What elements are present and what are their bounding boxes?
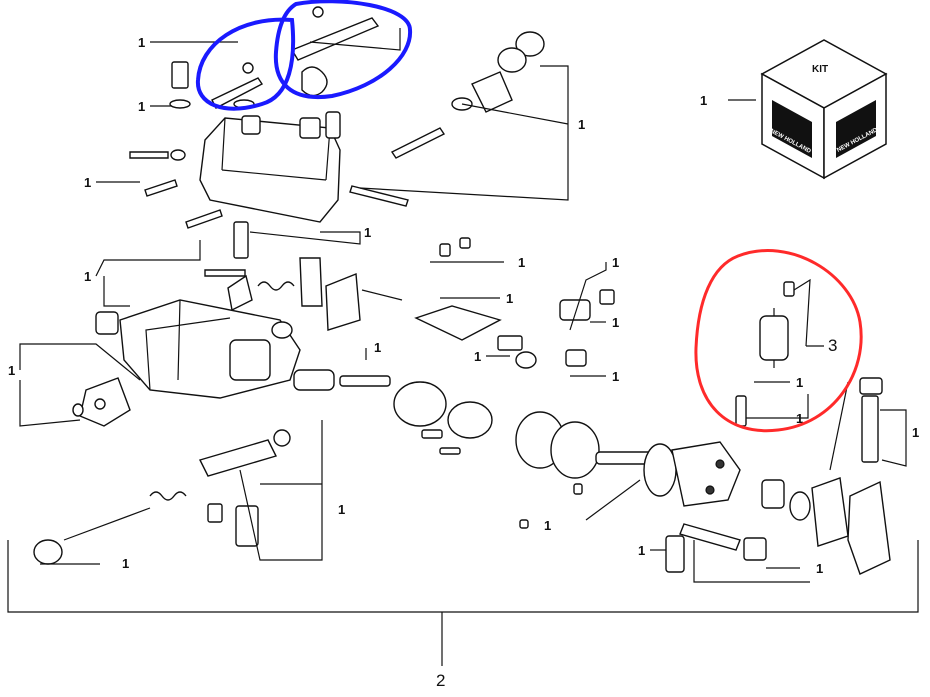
callout-1: 1 [796,411,803,426]
callout-1: 1 [816,561,823,576]
callout-1: 1 [338,502,345,517]
callout-1: 1 [544,518,551,533]
callout-leader-lines [7,28,919,666]
callout-1: 1 [700,93,707,108]
callout-1: 1 [374,340,381,355]
callout-1: 1 [638,543,645,558]
callout-3: 3 [828,336,837,355]
kit-label: KIT [812,64,828,75]
callout-1: 1 [612,315,619,330]
red-markup-circle [694,249,863,433]
callout-1: 1 [84,269,91,284]
blue-markup-circles [195,0,413,111]
callout-1: 1 [8,363,15,378]
callout-1: 1 [612,369,619,384]
callout-1: 1 [122,556,129,571]
callout-1: 1 [518,255,525,270]
callout-1: 1 [578,117,585,132]
callout-1: 1 [796,375,803,390]
callout-1: 1 [138,35,145,50]
pump-parts-drawing [33,6,891,575]
kit-box-icon: KIT NEW HOLLAND NEW HOLLAND [760,39,888,180]
callout-1: 1 [612,255,619,270]
callout-1: 1 [364,225,371,240]
callout-1: 1 [138,99,145,114]
callout-1: 1 [84,175,91,190]
callout-numbers: 1 1 1 1 1 1 1 1 1 1 1 1 1 1 1 1 1 1 1 1 … [8,35,919,690]
callout-1: 1 [474,349,481,364]
callout-1: 1 [912,425,919,440]
callout-1: 1 [506,291,513,306]
callout-2: 2 [436,671,445,690]
